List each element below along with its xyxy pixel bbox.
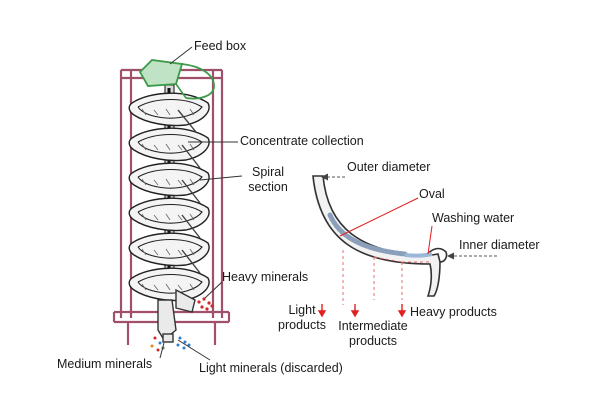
concentrate-collection-label: Concentrate collection bbox=[240, 134, 364, 148]
feed-box bbox=[138, 59, 215, 100]
spiral-hatch bbox=[165, 178, 171, 186]
feed-box-label: Feed box bbox=[194, 39, 247, 53]
heavy-minerals-particles bbox=[197, 297, 214, 311]
spiral-hatch bbox=[177, 249, 183, 256]
product-divider-lines bbox=[342, 250, 430, 305]
spiral-hatch bbox=[141, 108, 147, 116]
spiral-hatch bbox=[165, 283, 171, 291]
spiral-hatch bbox=[189, 178, 195, 186]
spiral-hatch bbox=[165, 143, 171, 151]
light-products-label: Light products bbox=[278, 303, 326, 332]
right-leader-lines bbox=[321, 173, 497, 260]
medium-minerals-particles bbox=[150, 336, 165, 352]
spiral-hatch bbox=[153, 144, 159, 151]
spiral-hatch bbox=[177, 284, 183, 291]
spiral-hatch bbox=[177, 144, 183, 151]
spiral-hatch bbox=[189, 108, 195, 116]
spiral-turn bbox=[128, 232, 210, 267]
inner-diameter-label: Inner diameter bbox=[459, 238, 540, 252]
spiral-turn-inner-edge bbox=[137, 99, 203, 119]
spiral-hatch bbox=[189, 143, 195, 151]
spiral-section-label: Spiral section bbox=[248, 165, 288, 194]
outer-diameter-label: Outer diameter bbox=[347, 160, 431, 174]
trough-cross-section bbox=[312, 175, 448, 297]
heavy-minerals-label: Heavy minerals bbox=[222, 270, 309, 284]
spiral-hatch bbox=[153, 214, 159, 221]
spiral-turn bbox=[128, 197, 210, 232]
spiral-turn-inner-edge bbox=[137, 204, 203, 224]
spiral-turn bbox=[128, 162, 210, 197]
spiral-hatch bbox=[189, 213, 195, 221]
spiral-hatch bbox=[141, 283, 147, 291]
spiral-hatch bbox=[177, 179, 183, 186]
spiral-hatch bbox=[153, 109, 159, 116]
light-minerals-particles bbox=[176, 336, 191, 350]
spiral-hatch bbox=[141, 178, 147, 186]
medium-minerals-label: Medium minerals bbox=[57, 357, 153, 371]
spiral-hatch bbox=[165, 248, 171, 256]
washing-water-label: Washing water bbox=[432, 211, 515, 225]
oval-label: Oval bbox=[419, 187, 445, 201]
spiral-turn bbox=[128, 127, 210, 162]
spiral-turn-inner-edge bbox=[137, 134, 203, 154]
spiral-hatch bbox=[189, 248, 195, 256]
spiral-hatch bbox=[177, 214, 183, 221]
light-minerals-label: Light minerals (discarded) bbox=[199, 361, 343, 375]
spiral-hatch bbox=[189, 283, 195, 291]
spiral-hatch bbox=[165, 213, 171, 221]
spiral-hatch bbox=[153, 179, 159, 186]
spiral-hatch bbox=[141, 143, 147, 151]
spiral-hatch bbox=[141, 213, 147, 221]
spiral-hatch bbox=[141, 248, 147, 256]
left-leader-lines bbox=[159, 46, 243, 361]
concentrate-collection-pipes bbox=[177, 109, 201, 274]
spiral-hatch bbox=[165, 108, 171, 116]
spiral-hatch bbox=[153, 284, 159, 291]
spiral-turn-inner-edge bbox=[137, 239, 203, 259]
spiral-turn-inner-edge bbox=[137, 274, 203, 294]
spiral-turn bbox=[128, 267, 210, 302]
intermediate-products-label: Intermediate products bbox=[338, 319, 408, 348]
spiral-hatch bbox=[153, 249, 159, 256]
spiral-turn-inner-edge bbox=[137, 169, 203, 189]
bottom-outlets bbox=[157, 288, 196, 343]
product-arrows bbox=[317, 304, 407, 318]
heavy-products-label: Heavy products bbox=[410, 305, 497, 319]
